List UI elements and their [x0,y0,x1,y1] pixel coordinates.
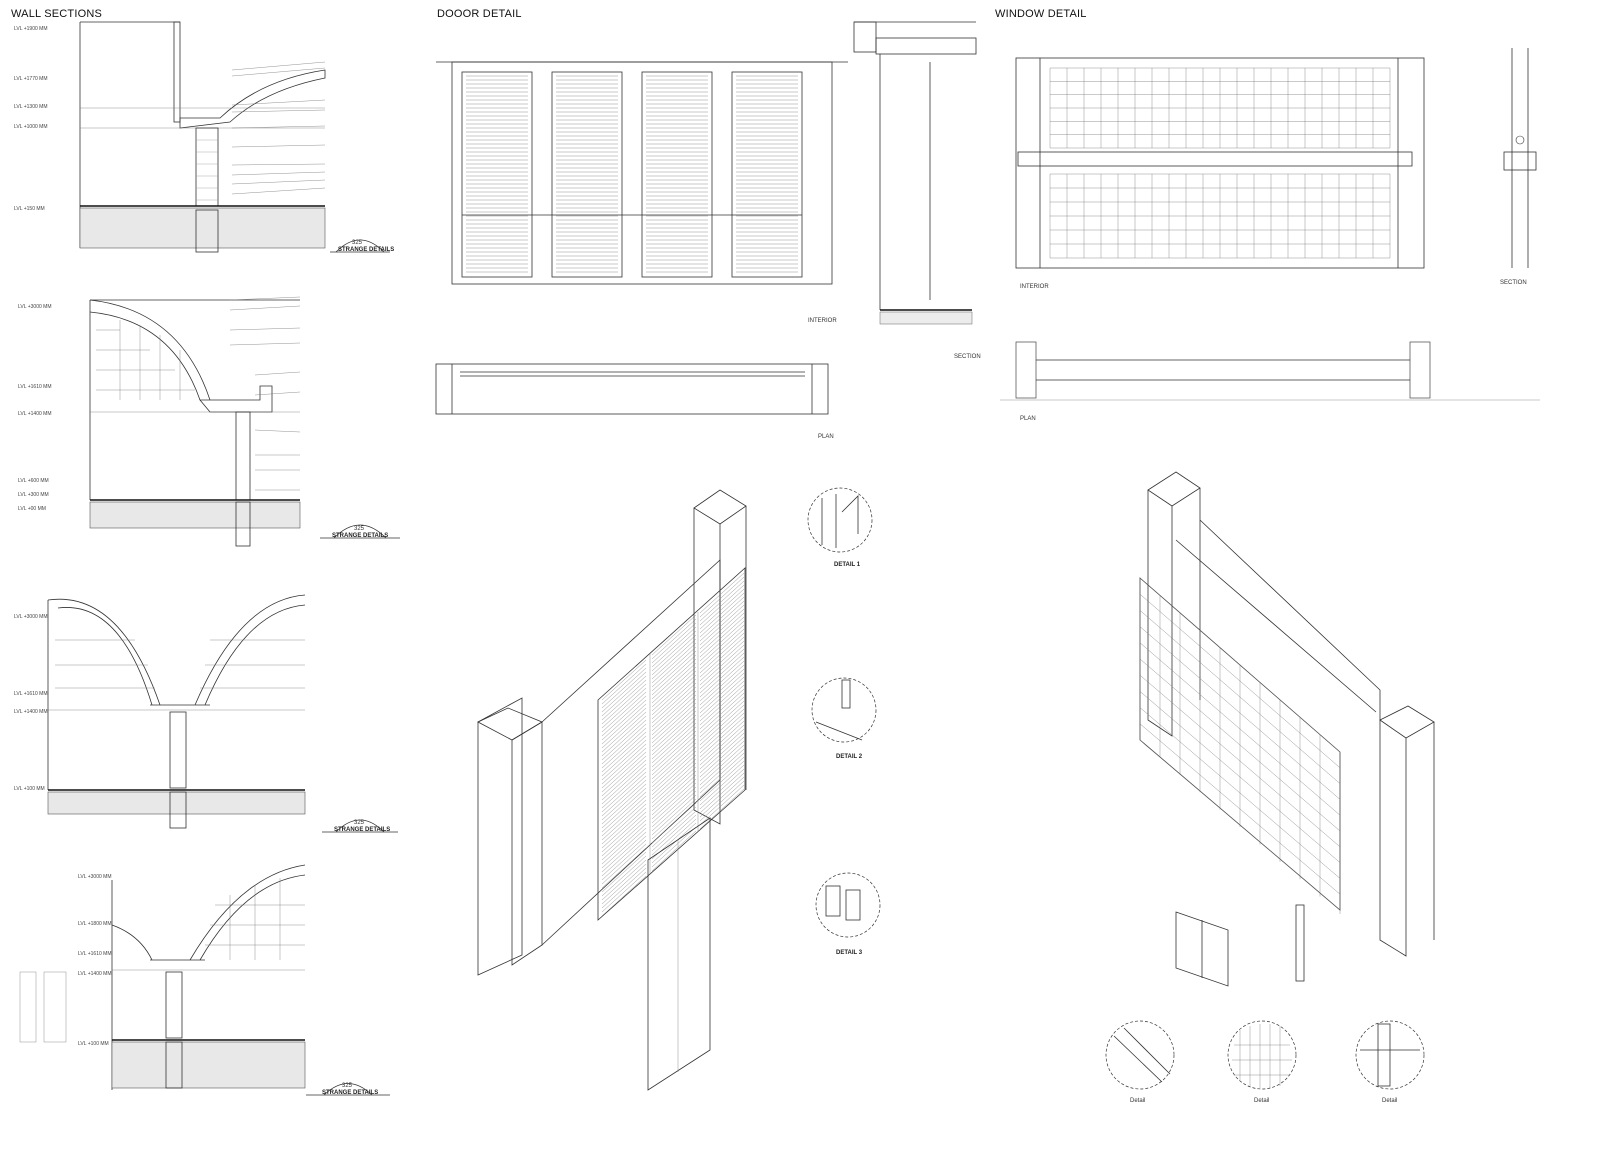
window-plan-label: PLAN [1020,416,1036,422]
svg-text:LVL +100 MM: LVL +100 MM [78,1041,109,1047]
window-section-label: SECTION [1500,280,1527,286]
stamp-3: 325 STRANGE DETAILS [322,819,398,833]
svg-text:LVL +1610 MM: LVL +1610 MM [14,691,48,697]
svg-text:LVL +600 MM: LVL +600 MM [18,478,49,484]
door-detail-title: DOOOR DETAIL [437,8,522,20]
window-axonometric [1139,471,1435,987]
svg-text:Detail: Detail [1130,1098,1145,1104]
svg-text:DETAIL 2: DETAIL 2 [836,754,863,760]
svg-text:325: 325 [342,1083,353,1089]
svg-text:Detail: Detail [1382,1098,1397,1104]
window-plan [1000,341,1540,401]
door-plan [435,363,829,415]
svg-text:STRANGE DETAILS: STRANGE DETAILS [332,533,388,539]
svg-text:LVL +00 MM: LVL +00 MM [18,506,46,512]
svg-text:LVL +1400 MM: LVL +1400 MM [78,971,112,977]
stamp-2: 325 STRANGE DETAILS [320,524,400,539]
stamp-1: 325 STRANGE DETAILS [330,239,394,253]
svg-text:LVL +1400 MM: LVL +1400 MM [14,709,48,715]
door-interior-label: INTERIOR [808,318,837,324]
svg-text:LVL +1800 MM: LVL +1800 MM [78,921,112,927]
window-interior-label: INTERIOR [1020,284,1049,290]
wall-sections-title: WALL SECTIONS [11,8,103,20]
svg-text:DETAIL 3: DETAIL 3 [836,950,863,956]
svg-text:325: 325 [354,820,365,826]
door-detail-3: DETAIL 3 [815,872,881,956]
svg-text:LVL +3000 MM: LVL +3000 MM [78,874,112,880]
wall-section-2: LVL +3000 MM LVL +1610 MM LVL +1400 MM L… [18,296,301,547]
svg-text:LVL +1610 MM: LVL +1610 MM [78,951,112,957]
svg-text:LVL +1770 MM: LVL +1770 MM [14,76,48,82]
door-axonometric [477,489,747,1091]
stamp-4: 325 STRANGE DETAILS [306,1083,390,1096]
door-section-label: SECTION [954,354,981,360]
svg-text:LVL +150 MM: LVL +150 MM [14,206,45,212]
door-plan-label: PLAN [818,434,834,440]
window-detail-title: WINDOW DETAIL [995,8,1087,20]
window-detail-1: Detail [1105,1020,1175,1104]
wall-section-1: LVL +1900 MM LVL +1770 MM LVL +1300 MM L… [14,21,326,253]
svg-text:LVL +300 MM: LVL +300 MM [18,492,49,498]
window-elevation [1015,57,1425,269]
svg-text:LVL +3000 MM: LVL +3000 MM [18,304,52,310]
door-detail-2: DETAIL 2 [811,677,877,760]
svg-text:DETAIL 1: DETAIL 1 [834,562,861,568]
svg-text:325: 325 [354,526,365,532]
svg-text:LVL +1900 MM: LVL +1900 MM [14,26,48,32]
window-section [1503,48,1537,268]
svg-text:LVL +1400 MM: LVL +1400 MM [18,411,52,417]
svg-text:LVL +1610 MM: LVL +1610 MM [18,384,52,390]
door-elevation [436,61,848,285]
svg-text:325: 325 [352,240,363,246]
wall-section-3: LVL +3000 MM LVL +1610 MM LVL +1400 MM L… [14,594,306,829]
svg-text:STRANGE DETAILS: STRANGE DETAILS [334,827,390,833]
door-detail-1: DETAIL 1 [807,487,873,568]
svg-text:LVL +3000 MM: LVL +3000 MM [14,614,48,620]
door-section [853,21,977,325]
svg-text:LVL +100 MM: LVL +100 MM [14,786,45,792]
svg-text:STRANGE DETAILS: STRANGE DETAILS [322,1090,378,1096]
svg-text:LVL +1300 MM: LVL +1300 MM [14,104,48,110]
svg-text:STRANGE DETAILS: STRANGE DETAILS [338,247,394,253]
svg-text:Detail: Detail [1254,1098,1269,1104]
window-detail-2: Detail [1227,1020,1297,1104]
wall-section-4: LVL +3000 MM LVL +1800 MM LVL +1610 MM L… [19,864,306,1090]
window-detail-3: Detail [1355,1020,1425,1104]
svg-text:LVL +1000 MM: LVL +1000 MM [14,124,48,130]
